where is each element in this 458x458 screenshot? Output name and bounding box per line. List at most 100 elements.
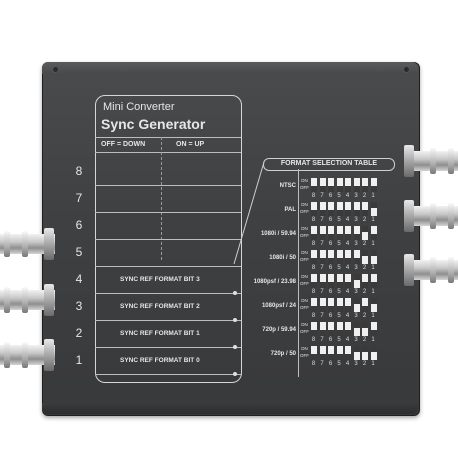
off-legend: OFF [300,281,309,286]
switch-row-divider [95,185,241,186]
switch-number-4: 4 [75,272,83,286]
dip-digit: 1 [371,361,375,367]
dip-cell [345,274,351,288]
dip-cell [353,178,360,192]
dip-digit: 7 [320,337,324,343]
dip-switch-diagram [311,322,381,336]
on-legend: ON [301,346,308,351]
dip-cell [319,202,326,216]
dip-digit: 3 [354,193,358,199]
switch-dot [233,291,237,295]
device-top-edge [42,62,418,74]
dip-digit: 3 [354,313,358,319]
device-bottom-edge [42,403,418,414]
dip-cell [345,322,351,336]
dip-cell [345,250,351,264]
bnc-connector-left-1[interactable] [0,228,55,260]
switch-row-divider [95,320,241,321]
switch-row-divider [95,239,241,240]
dip-cell [319,250,326,264]
dip-digit: 5 [337,241,341,247]
dip-cell [362,274,368,288]
dip-digit: 3 [354,337,358,343]
dip-digit: 7 [320,289,324,295]
dip-digit: 2 [362,241,367,247]
format-name: PAL [284,207,296,213]
dip-digit: 2 [362,289,367,295]
switch-number-7: 7 [75,191,83,205]
format-name: 720p / 59.94 [262,327,296,333]
dip-cell [319,274,326,288]
dip-cell [328,274,334,288]
dip-cell [319,178,326,192]
on-legend: ON [301,274,308,279]
dip-digit: 7 [320,193,324,199]
dip-digit: 3 [354,241,358,247]
dip-digit: 7 [320,217,324,223]
dip-cell [311,250,317,264]
bnc-connector-right-3[interactable] [404,254,458,286]
on-label: ON = UP [176,141,205,148]
dip-cell [328,322,334,336]
bnc-connector-left-2[interactable] [0,284,55,316]
dip-digit: 7 [320,265,324,271]
dip-digit: 4 [345,313,350,319]
format-name: 720p / 50 [270,351,296,357]
dip-cell [353,274,360,288]
dip-cell [311,322,317,336]
dip-digit: 6 [328,265,333,271]
dip-digit: 8 [311,265,316,271]
dip-digit: 2 [362,217,367,223]
dip-cell [328,250,334,264]
dip-cell [345,202,351,216]
switch-label-1: SYNC REF FORMAT BIT 0 [120,357,200,364]
dip-switch-diagram [311,178,381,192]
column-divider [161,137,162,260]
bnc-connector-right-2[interactable] [404,200,458,232]
dip-cell [362,322,368,336]
dip-digit: 4 [345,241,350,247]
dip-digit: 1 [371,313,375,319]
format-name: 1080i / 50 [269,255,296,261]
switch-label-3: SYNC REF FORMAT BIT 2 [120,303,200,310]
dip-cell [319,322,326,336]
dip-digit: 1 [371,217,375,223]
bnc-connector-left-3[interactable] [0,339,55,371]
dip-cell [336,226,343,240]
dip-cell [362,346,368,360]
dip-cell [319,298,326,312]
dip-digit: 5 [337,193,341,199]
brand-line: Mini Converter [103,101,175,113]
dip-switch-diagram [311,274,381,288]
dip-cell [336,298,343,312]
dip-digit: 8 [311,313,316,319]
switch-label-4: SYNC REF FORMAT BIT 3 [120,276,200,283]
dip-digit: 1 [371,265,375,271]
dip-digit: 4 [345,337,350,343]
dip-digit: 5 [337,337,341,343]
on-legend: ON [301,322,308,327]
dip-cell [362,226,368,240]
dip-digit: 6 [328,289,333,295]
dip-cell [345,298,351,312]
dip-cell [345,226,351,240]
dip-digit: 2 [362,265,367,271]
on-legend: ON [301,178,308,183]
dip-digit: 1 [371,193,375,199]
switch-row-divider [95,293,241,294]
dip-digit: 7 [320,313,324,319]
dip-digit: 2 [362,361,367,367]
dip-digit: 4 [345,289,350,295]
dip-cell [336,274,343,288]
switch-number-8: 8 [75,164,83,178]
format-name: 1080i / 59.94 [260,231,296,237]
dip-digit: 5 [337,217,341,223]
bnc-connector-right-1[interactable] [404,145,458,177]
dip-switch-diagram [311,250,381,264]
dip-digit: 6 [328,337,333,343]
dip-cell [353,346,360,360]
